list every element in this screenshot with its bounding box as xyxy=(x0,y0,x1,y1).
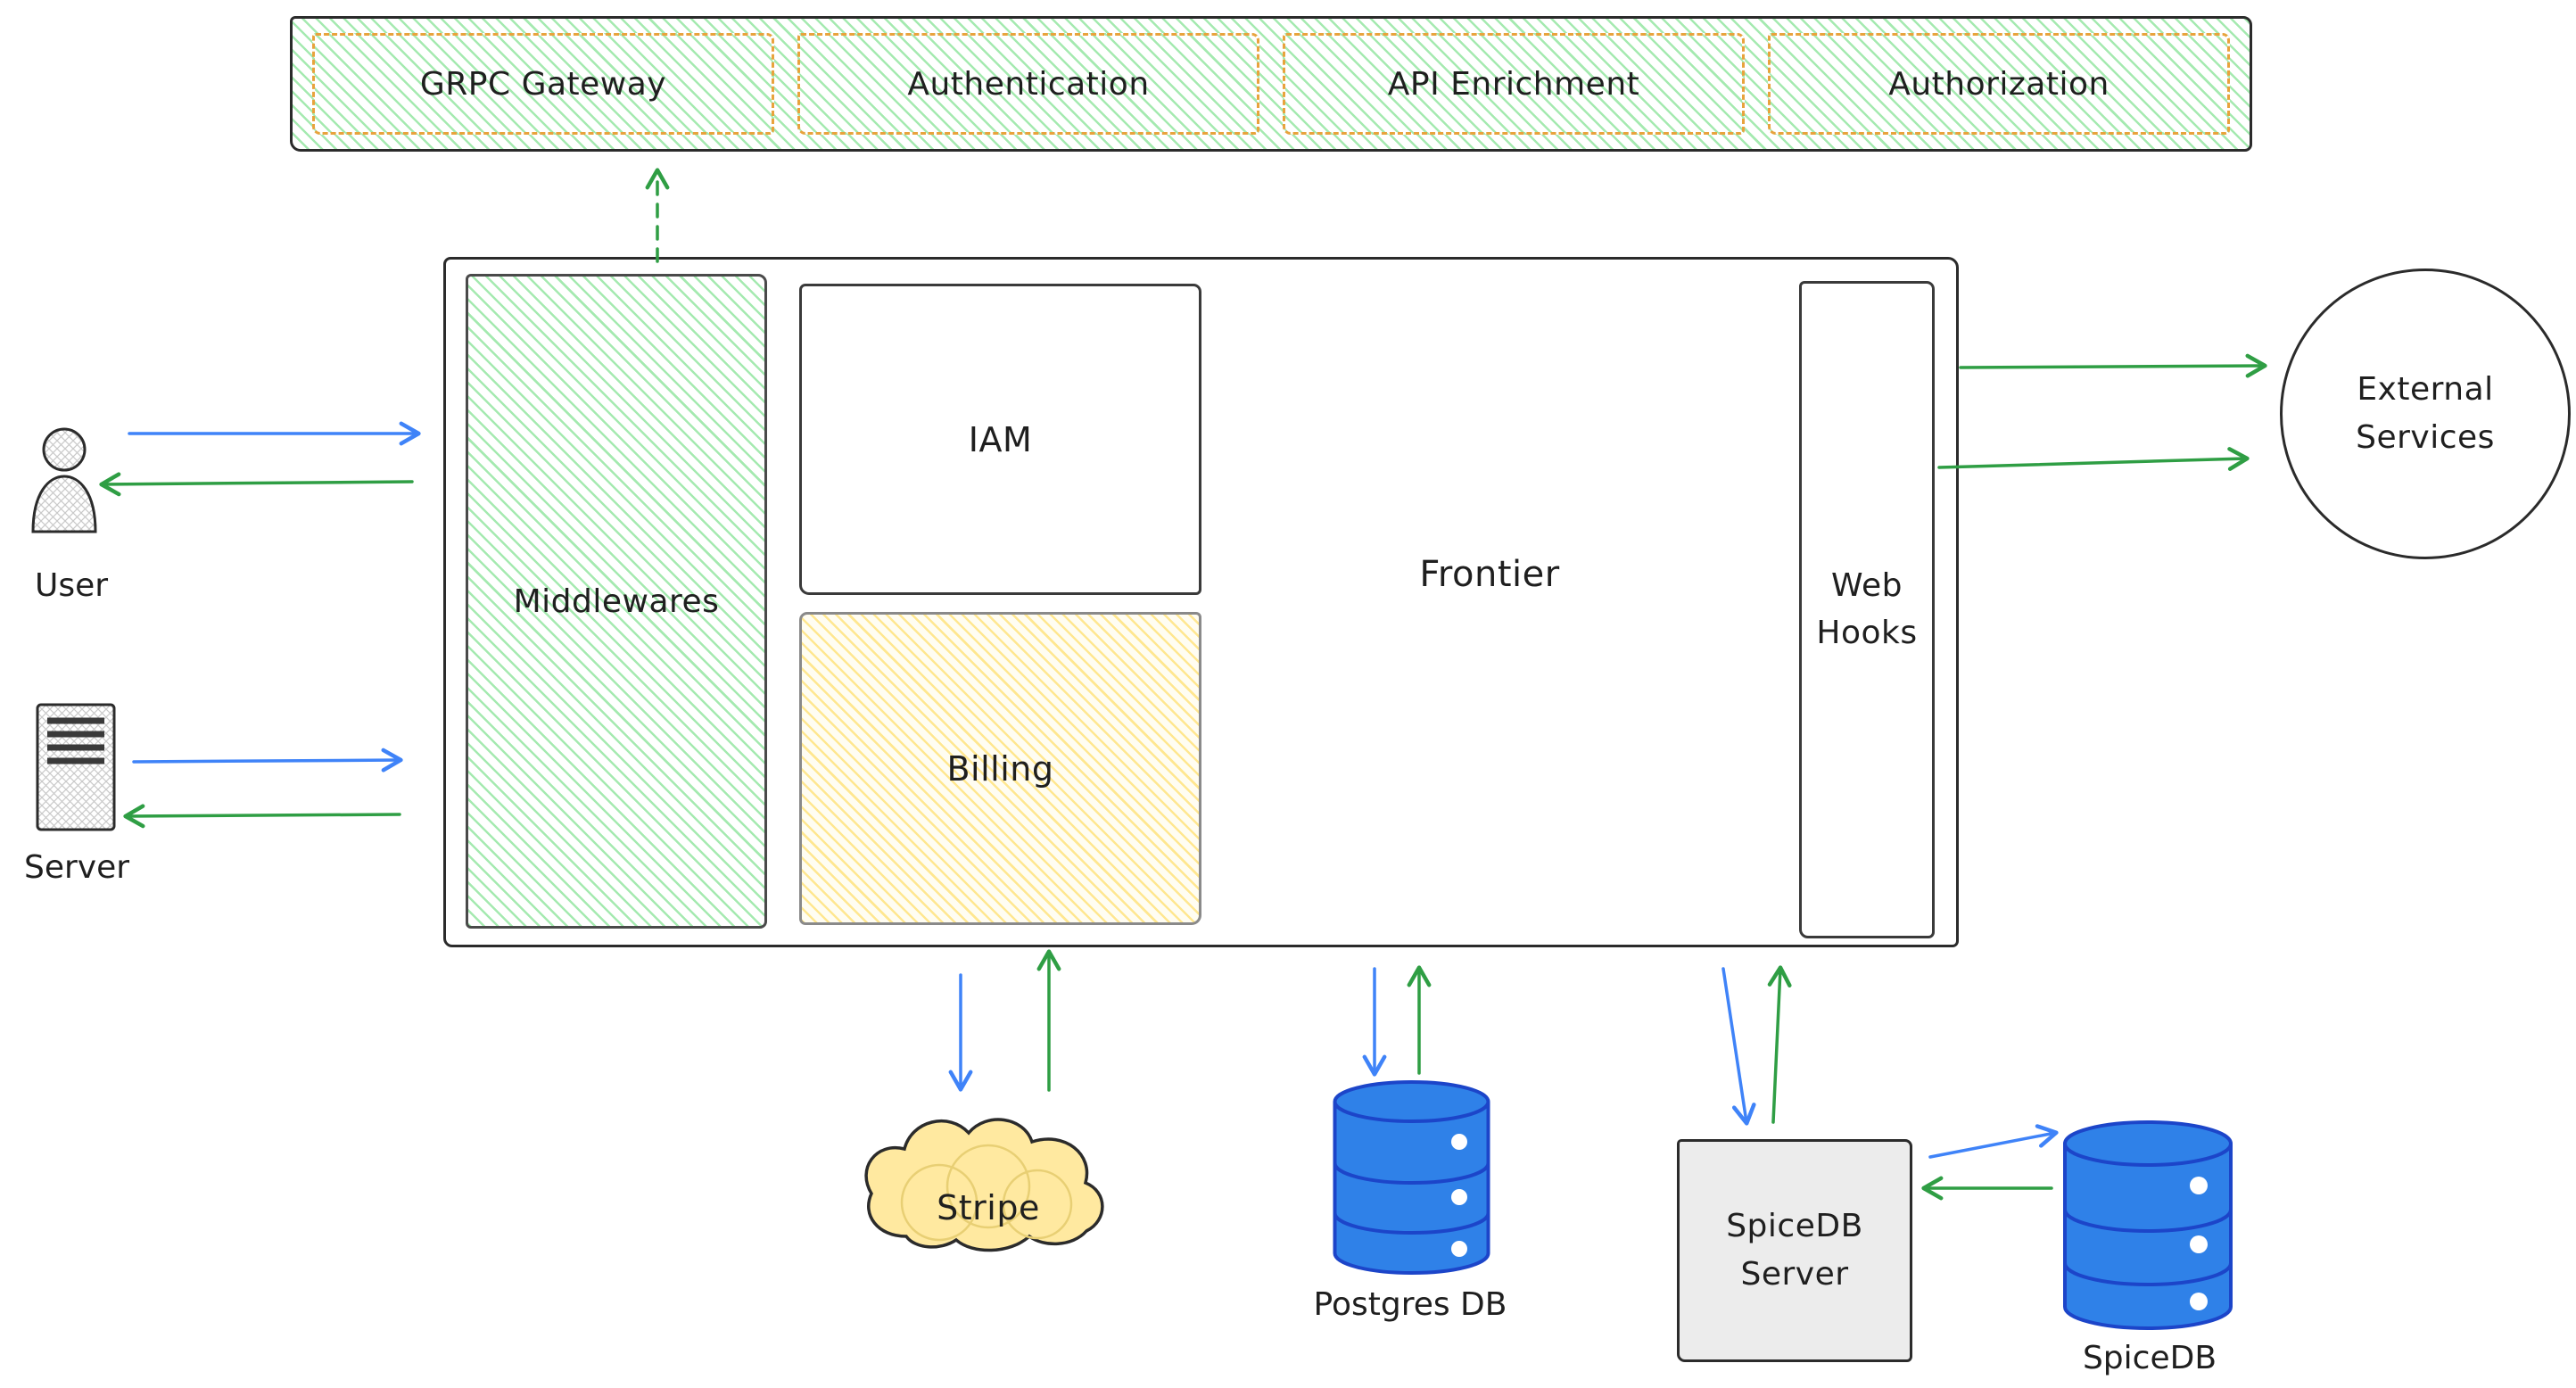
stripe-label: Stripe xyxy=(937,1188,1040,1227)
server-label: Server xyxy=(23,849,130,886)
server-icon xyxy=(36,703,116,831)
external-services-node: External Services xyxy=(2280,269,2571,559)
arrow-webhooks-to-external-1 xyxy=(1959,353,2267,378)
webhooks-box: Web Hooks xyxy=(1799,281,1935,938)
arrow-frontier-to-spicedb-server xyxy=(1721,967,1756,1126)
spicedb-icon xyxy=(2063,1120,2233,1330)
pipeline-stage-grpc-gateway: GRPC Gateway xyxy=(312,33,774,135)
billing-box: Billing xyxy=(799,612,1201,925)
stripe-cloud-icon xyxy=(864,1118,1104,1252)
pipeline-stage-label: Authentication xyxy=(907,65,1150,103)
frontier-label: Frontier xyxy=(1419,554,1560,595)
spicedb-server-node: SpiceDB Server xyxy=(1677,1139,1912,1362)
pipeline-stage-api-enrichment: API Enrichment xyxy=(1283,33,1745,135)
billing-label: Billing xyxy=(946,748,1054,789)
arrow-middlewares-to-server xyxy=(123,804,401,829)
arrow-webhooks-to-external-2 xyxy=(1937,447,2250,471)
arrow-middlewares-to-user xyxy=(99,472,414,497)
pipeline-stage-authentication: Authentication xyxy=(797,33,1259,135)
pipeline-stage-label: Authorization xyxy=(1888,65,2110,103)
arrow-spicedb-server-to-spicedb xyxy=(1928,1124,2059,1159)
pipeline-stage-authorization: Authorization xyxy=(1768,33,2230,135)
external-services-label: External Services xyxy=(2356,371,2495,456)
webhooks-label: Web Hooks xyxy=(1816,567,1918,651)
iam-box: IAM xyxy=(799,284,1201,595)
iam-label: IAM xyxy=(968,419,1033,459)
user-label: User xyxy=(34,567,109,604)
middlewares-label: Middlewares xyxy=(513,582,720,620)
arrow-server-to-middlewares xyxy=(132,748,403,772)
spicedb-label: SpiceDB xyxy=(2082,1340,2217,1376)
user-icon xyxy=(31,427,97,533)
pipeline-stage-label: API Enrichment xyxy=(1387,65,1640,103)
spicedb-server-label: SpiceDB Server xyxy=(1726,1208,1863,1293)
middlewares-box: Middlewares xyxy=(466,274,767,929)
arrow-spicedb-server-to-frontier xyxy=(1767,965,1792,1124)
pipeline-stage-label: GRPC Gateway xyxy=(419,65,667,103)
middleware-pipeline-bar: GRPC Gateway Authentication API Enrichme… xyxy=(290,16,2252,152)
postgres-db-label: Postgres DB xyxy=(1313,1286,1507,1323)
postgres-db-icon xyxy=(1333,1080,1490,1275)
frontier-container: Middlewares IAM Billing Frontier Web Hoo… xyxy=(443,257,1959,947)
